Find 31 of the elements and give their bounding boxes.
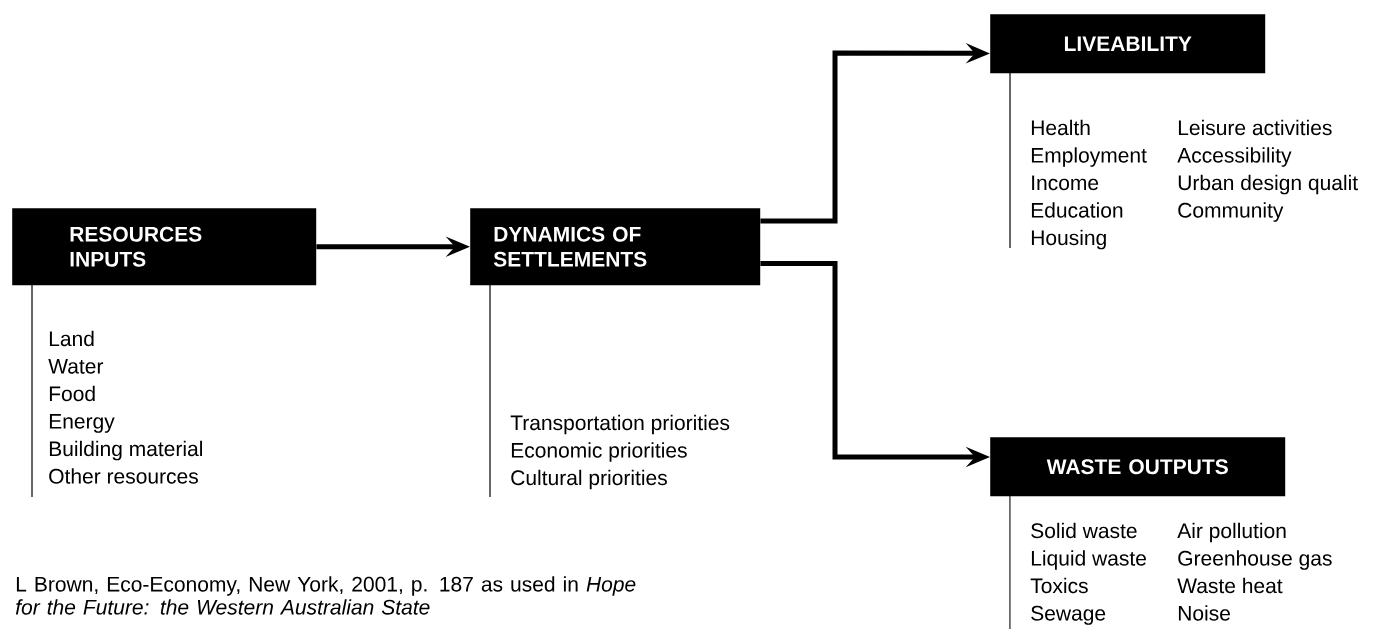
list-item: Housing	[1031, 229, 1106, 250]
list-item: Noise	[1178, 605, 1230, 621]
list-item: Economic priorities	[511, 442, 687, 462]
list-item: Community	[1178, 202, 1284, 222]
list-item: Cultural priorities	[511, 469, 667, 490]
list-item: Waste heat	[1177, 577, 1283, 594]
list-item: Food	[49, 385, 95, 402]
list-item: Liquid waste	[1031, 550, 1146, 570]
heading-box: LIVEABILITY	[990, 14, 1266, 74]
list-item: Transportation priorities	[510, 414, 730, 435]
list-item: Greenhouse gas	[1178, 550, 1332, 570]
heading-box: WASTE OUTPUTS	[990, 437, 1286, 497]
list-item: Water	[48, 359, 104, 374]
list-item: Health	[1031, 119, 1090, 136]
list-item: Land	[49, 330, 94, 347]
list-item: Sewage	[1031, 605, 1106, 625]
list-item: Solid waste	[1031, 522, 1137, 539]
list-item: Urban design qualit	[1178, 174, 1358, 195]
list-item: Toxics	[1030, 577, 1088, 594]
heading-box: RESOURCES INPUTS	[12, 208, 317, 286]
list-item: Other resources	[49, 468, 198, 484]
list-item: Building material	[49, 440, 202, 461]
list-item: Education	[1031, 202, 1123, 218]
list-item: Leisure activities	[1178, 119, 1332, 136]
list-item: Income	[1032, 175, 1099, 191]
caption: L Brown, Eco-Economy, New York, 2001, p. 187 as used in Hope for the Future: the Western Australian State	[15, 576, 636, 615]
list-item: Accessibility	[1177, 147, 1292, 167]
list-item: Employment	[1031, 147, 1147, 167]
heading-box: DYNAMICS OF SETTLEMENTS	[470, 208, 761, 286]
list-item: Energy	[49, 414, 115, 433]
list-item: Air pollution	[1177, 522, 1286, 543]
